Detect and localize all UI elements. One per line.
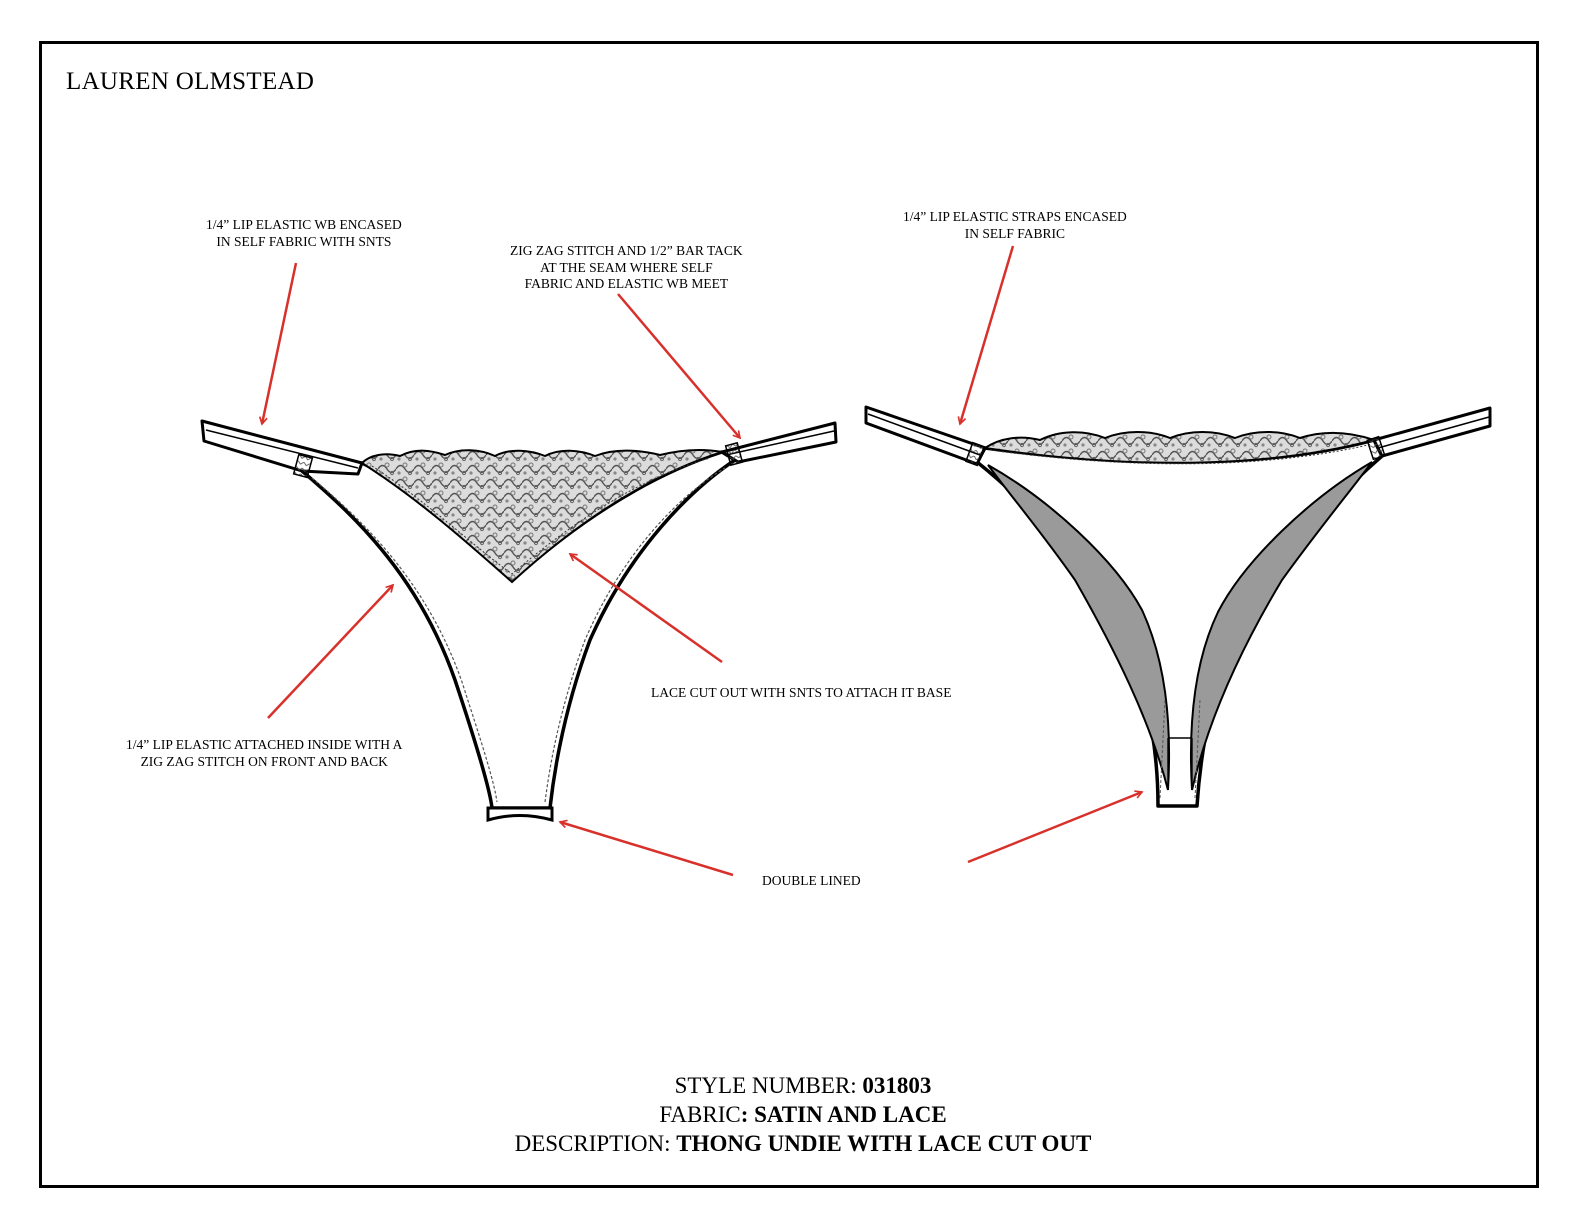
callout-leg-elastic: 1/4” LIP ELASTIC ATTACHED INSIDE WITH A …: [126, 737, 403, 769]
fabric-value: : SATIN AND LACE: [740, 1102, 947, 1127]
front-view-thong: [200, 419, 838, 822]
back-lace-band: [982, 431, 1378, 464]
callout-lace-cutout: LACE CUT OUT WITH SNTS TO ATTACH IT BASE: [651, 685, 952, 700]
designer-name: LAUREN OLMSTEAD: [66, 68, 315, 95]
front-gusset-hem: [486, 806, 554, 822]
arrow-waistband-front: [262, 262, 298, 424]
fabric-line: FABRIC: SATIN AND LACE: [659, 1102, 947, 1127]
front-left-strap: [200, 419, 364, 476]
description-line: DESCRIPTION: THONG UNDIE WITH LACE CUT O…: [514, 1131, 1092, 1156]
arrow-double-lined-back: [967, 792, 1142, 864]
arrow-lace-cutout: [570, 552, 723, 664]
arrow-bar-tack: [617, 293, 740, 438]
callout-bar-tack: ZIG ZAG STITCH AND 1/2” BAR TACK AT THE …: [510, 243, 743, 291]
arrow-straps-back: [960, 245, 1015, 424]
callout-waistband-front: 1/4” LIP ELASTIC WB ENCASED IN SELF FABR…: [206, 217, 402, 249]
style-number-line: STYLE NUMBER: 031803: [674, 1073, 932, 1098]
description-value: THONG UNDIE WITH LACE CUT OUT: [676, 1131, 1092, 1156]
front-lace-panel: [360, 448, 723, 584]
style-number-value: 031803: [862, 1073, 932, 1098]
back-view-thong: [864, 405, 1492, 808]
back-body: [975, 438, 1384, 808]
arrow-leg-elastic: [267, 585, 393, 719]
arrow-double-lined-front: [560, 822, 734, 877]
callout-double-lined: DOUBLE LINED: [762, 873, 861, 888]
back-right-strap: [1372, 406, 1492, 458]
callout-straps-back: 1/4” LIP ELASTIC STRAPS ENCASED IN SELF …: [903, 209, 1127, 241]
spec-sheet-border: [39, 41, 1539, 1188]
callout-arrows: [262, 245, 1142, 877]
